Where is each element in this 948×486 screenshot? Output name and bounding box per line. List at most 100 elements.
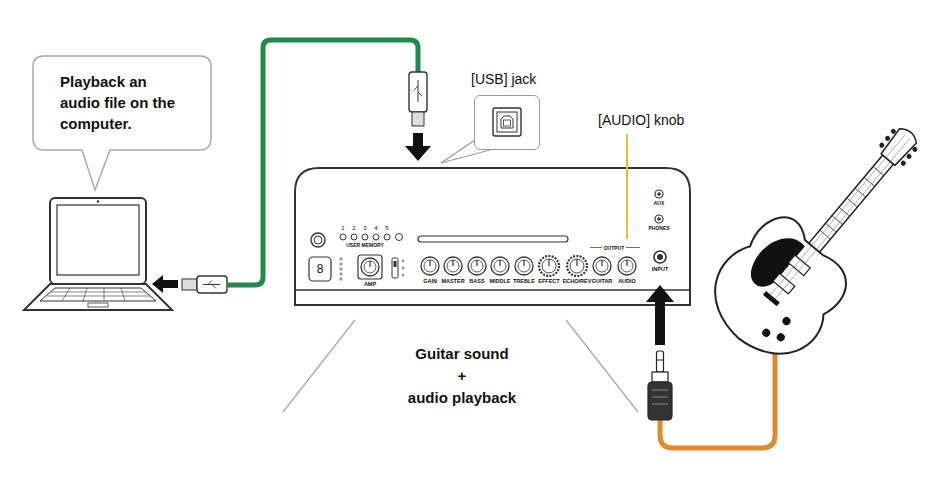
electric-guitar-part [769, 135, 905, 297]
panel-label: AMP [364, 281, 376, 288]
usb-jack-icon-part [497, 112, 517, 132]
amplifier-housing-part [295, 289, 690, 290]
usb-jack-icon [493, 108, 521, 136]
amp-panel-part [309, 257, 331, 281]
jack-label: PHONES [648, 225, 669, 231]
electric-guitar-part [900, 160, 907, 167]
amp-knobs-part [515, 257, 533, 275]
sound-wedge [283, 320, 638, 412]
speech-bubble-shape [33, 56, 211, 190]
amp-panel-part [402, 267, 404, 269]
electric-guitar-part [878, 142, 885, 149]
amp-panel-part [340, 258, 342, 260]
laptop [24, 198, 172, 310]
amp-panel [309, 190, 666, 281]
phone-plug-part [652, 397, 668, 398]
usb-a-plug-part [208, 281, 212, 285]
electric-guitar-part [911, 146, 918, 153]
phone-plug-part [657, 360, 664, 361]
usb-jack-icon-part [501, 116, 513, 128]
jack-label: AUX [654, 200, 665, 206]
amp-panel-part [657, 217, 661, 221]
electric-guitar-part [775, 332, 786, 343]
panel-label: USER MEMORY [346, 242, 384, 248]
electric-guitar-part [804, 155, 893, 257]
arrow-up-part [655, 300, 665, 345]
amp-knobs-part [618, 257, 636, 275]
phone-plug-part [652, 372, 668, 382]
laptop-part [40, 288, 156, 301]
electric-guitar-part [694, 204, 865, 376]
amp-knobs-part [361, 258, 379, 276]
electric-guitar-part [781, 315, 792, 326]
knob-label: MASTER [441, 278, 464, 285]
phone-plug [648, 351, 672, 420]
usb-b-plug-part [409, 72, 427, 112]
usb-jack-icon-part [493, 108, 521, 136]
amp-knobs-part [421, 257, 439, 275]
laptop-part [51, 292, 145, 293]
laptop-part [62, 288, 70, 301]
laptop-part [24, 284, 172, 310]
knob-label: BASS [469, 278, 484, 285]
amp-knobs-part [539, 256, 559, 276]
electric-guitar-part [774, 139, 910, 301]
callout-pointer-part [441, 140, 475, 163]
amp-panel-part [362, 234, 368, 240]
memory-number: 5 [385, 225, 388, 232]
electric-guitar-part [773, 273, 795, 294]
phone-plug-part [652, 390, 668, 391]
amp-panel-part [655, 215, 663, 223]
phone-plug-part [648, 382, 672, 420]
leader-line [626, 134, 628, 239]
usb-b-plug-part [412, 112, 424, 126]
amp-panel-part [394, 261, 397, 267]
usb-b-plug-part [418, 80, 419, 102]
knob-label: GAIN [423, 278, 437, 285]
amp-panel-part [657, 254, 663, 260]
usb-a-plug-part [197, 276, 227, 293]
usb-a-plug [182, 276, 227, 293]
callout-pointer-part [441, 150, 490, 163]
amp-panel-part [626, 247, 640, 248]
result-caption: audio playback [408, 389, 516, 407]
laptop-part [47, 296, 150, 297]
amp-panel-part [373, 234, 379, 240]
panel-label: OUTPUT [604, 245, 625, 251]
bubble-text: Playback an audio file on the computer. [60, 71, 184, 134]
knob-label: ECHO/REV [563, 278, 592, 285]
amplifier-housing [295, 168, 690, 305]
amp-knobs-part [593, 257, 611, 275]
amp-panel-part [396, 234, 403, 241]
knob-label: TREBLE [513, 278, 535, 285]
amp-knobs-part [567, 256, 587, 276]
result-caption: Guitar sound [415, 345, 508, 363]
display-digit: 8 [317, 262, 324, 276]
amp-panel-part [311, 233, 325, 247]
electric-guitar-part [788, 255, 810, 276]
arrow-down [405, 133, 431, 161]
knob-label: AUDIO [618, 278, 636, 285]
amp-panel-part [351, 234, 357, 240]
arrow-left [152, 275, 178, 293]
electric-guitar-part [763, 291, 780, 306]
electric-guitar-part [906, 153, 913, 160]
arrow-down-part [413, 133, 423, 147]
electric-guitar [694, 95, 948, 376]
amp-panel-part [340, 263, 342, 265]
laptop-part [83, 288, 87, 301]
memory-number: 4 [374, 225, 377, 232]
laptop-part [97, 200, 99, 202]
phone-plug-part [657, 351, 664, 372]
usb-a-plug-part [182, 279, 197, 290]
amp-knobs-part [491, 257, 509, 275]
amp-panel-part [340, 268, 342, 270]
electric-guitar-part [890, 128, 897, 135]
usb-b-plug-part [418, 92, 422, 96]
amp-panel-part [655, 190, 663, 198]
laptop-part [50, 198, 146, 284]
sound-wedge-part [283, 320, 355, 412]
callout-box: [USB] jack [474, 95, 540, 150]
amp-panel-part [402, 260, 404, 262]
